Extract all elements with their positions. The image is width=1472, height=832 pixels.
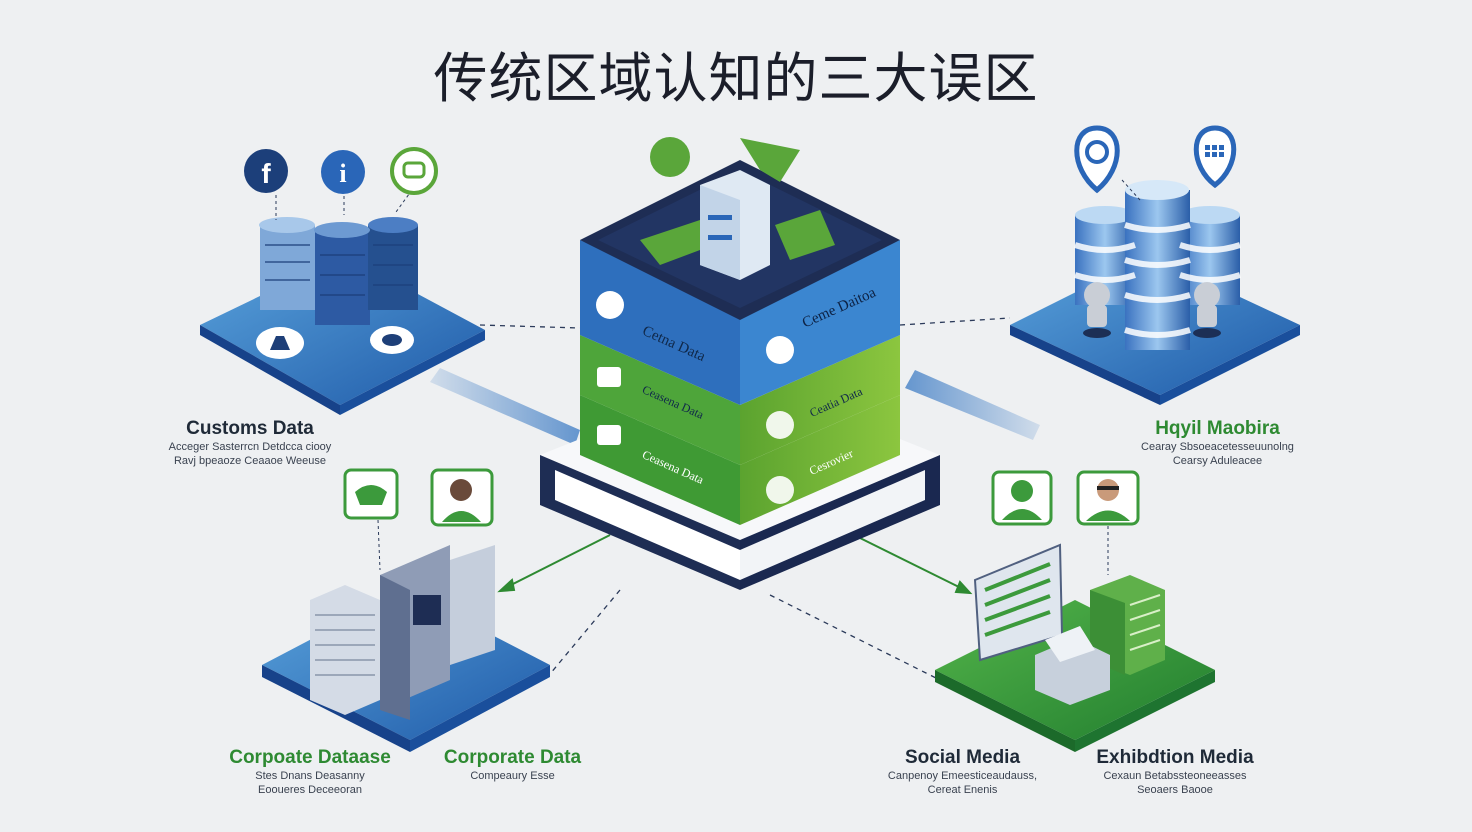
server-tower-icon <box>700 170 770 280</box>
corporate-database-line-1: Stes Dnans Deasanny <box>255 770 365 782</box>
office-building-icon <box>310 545 495 720</box>
top-right-label: Hqyil Maobira Cearay Sbsoeacetesseuunoln… <box>1110 418 1325 468</box>
corporate-database-label: Corpoate Dataase Stes Dnans Deasanny Eoo… <box>215 747 405 797</box>
location-pin-icon <box>1074 125 1120 194</box>
social-media-label: Social Media Canpenoy Emeesticeaudauss, … <box>875 747 1050 797</box>
customs-data-line-1: Acceger Sasterrcn Detdcca ciooy <box>168 441 332 453</box>
top-right-title: Hqyil Maobira <box>1155 418 1280 439</box>
central-data-stack <box>540 137 940 590</box>
leaf-icon <box>640 138 835 265</box>
right-database-platform <box>1010 180 1300 405</box>
exhibition-media-line-1: Cexaun Betabssteoneeasses <box>1103 770 1247 782</box>
layer-icons <box>596 291 794 504</box>
exhibition-media-line-2: Seoaers Baooe <box>1137 784 1213 796</box>
robot-figure-icon <box>1083 282 1221 338</box>
top-right-line-2: Cearsy Aduleacee <box>1172 455 1263 467</box>
corporate-data-line-1: Compeaury Esse <box>470 770 555 782</box>
leaf-bubble-icon <box>650 137 690 177</box>
avatar-frames-right <box>991 470 1140 575</box>
top-right-line-1: Cearay Sbsoeacetesseuunolng <box>1141 441 1294 453</box>
facebook-icon <box>244 149 288 193</box>
corporate-data-platform <box>262 468 550 752</box>
customs-data-label: Customs Data Acceger Sasterrcn Detdcca c… <box>150 418 350 468</box>
social-media-title: Social Media <box>904 747 1021 768</box>
social-media-line-1: Canpenoy Emeesticeaudauss, <box>887 770 1038 782</box>
pins-top-right <box>1074 125 1237 201</box>
printer-icon <box>1035 626 1110 705</box>
social-media-platform <box>935 470 1215 752</box>
page-title: 传统区域认知的三大误区 <box>433 47 1039 110</box>
arrow-lines <box>497 534 973 595</box>
chat-icon <box>390 147 438 195</box>
monitor-icon <box>973 543 1064 662</box>
svg-text:f: f <box>261 158 271 189</box>
customs-data-title: Customs Data <box>186 418 314 439</box>
avatar <box>450 479 472 501</box>
beam-left <box>430 368 580 445</box>
exhibition-media-label: Exhibdtion Media Cexaun Betabssteoneeass… <box>1085 747 1265 797</box>
customs-data-line-2: Ravj bpeaoze Ceaaoe Weeuse <box>173 455 327 467</box>
connector-lines <box>479 317 1011 691</box>
beam-right <box>905 370 1040 440</box>
corporate-data-label: Corporate Data Compeaury Esse <box>430 747 595 783</box>
svg-text:i: i <box>339 159 346 188</box>
corporate-database-line-2: Eooueres Deceeoran <box>258 784 362 796</box>
corporate-data-title: Corporate Data <box>443 747 582 768</box>
info-icon <box>321 150 365 194</box>
social-pins-top-left: f i <box>244 147 438 220</box>
customs-data-platform <box>200 217 485 415</box>
server-rack-icon <box>259 217 418 325</box>
corporate-database-title: Corpoate Dataase <box>229 747 391 768</box>
exhibition-media-title: Exhibdtion Media <box>1096 747 1254 768</box>
social-media-line-2: Cereat Enenis <box>927 784 998 796</box>
avatar-frames-left <box>343 468 494 571</box>
